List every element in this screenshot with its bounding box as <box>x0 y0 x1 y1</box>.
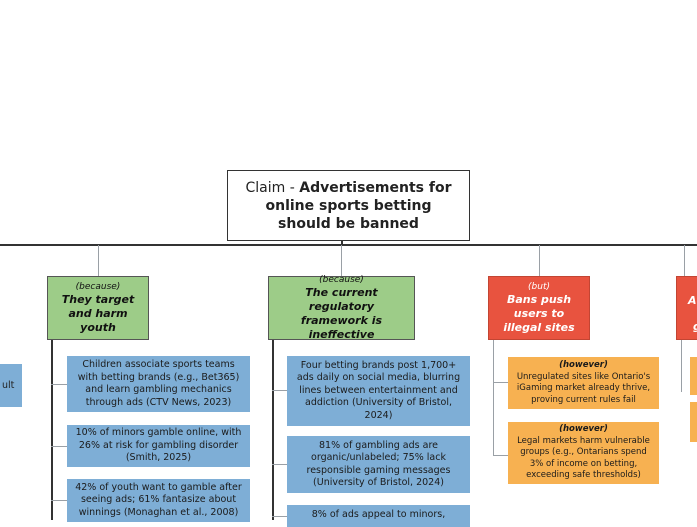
reason-3-tree-line <box>493 340 494 456</box>
evidence-text: Four betting brands post 1,700+ ads dail… <box>296 359 461 421</box>
evidence-node[interactable]: 8% of ads appeal to minors, <box>287 505 470 527</box>
reason-1-h2 <box>51 446 67 447</box>
reason-label: They target and harm youth <box>61 293 135 334</box>
evidence-text: Children associate sports teams with bet… <box>77 359 240 408</box>
reason-connector: (because) <box>75 282 121 292</box>
reason-connector: (because) <box>319 275 364 285</box>
evidence-text: 42% of youth want to gamble after seeing… <box>75 481 242 518</box>
evidence-text: 81% of gambling ads are organic/unlabele… <box>306 439 451 489</box>
reason-1-tree-line <box>51 340 53 520</box>
reason-3-h2 <box>493 455 508 456</box>
reason-node-youth[interactable]: (because) They target and harm youth <box>47 276 149 340</box>
partial-counter-node-right[interactable]: A g <box>676 276 697 340</box>
claim-prefix: Claim - <box>245 179 300 196</box>
evidence-node[interactable]: 42% of youth want to gamble after seeing… <box>67 479 250 522</box>
evidence-text: 10% of minors gamble online, with 26% at… <box>75 427 242 464</box>
partial-evidence-left[interactable]: ult <box>0 364 22 407</box>
evidence-node[interactable]: Four betting brands post 1,700+ ads dail… <box>287 356 470 426</box>
partial-left-text: ult <box>2 380 15 391</box>
rebuttal-text: Legal markets harm vulnerable groups (e.… <box>517 435 650 481</box>
branch-drop-4 <box>684 245 685 276</box>
counter-connector: (but) <box>528 282 550 292</box>
claim-connector <box>341 241 343 245</box>
rebuttal-node[interactable]: (however) Unregulated sites like Ontario… <box>508 357 659 409</box>
counter-label: Bans push users to illegal sites <box>503 293 575 334</box>
partial-right-tree-line <box>681 340 682 392</box>
reason-2-h3 <box>272 516 287 517</box>
claim-node[interactable]: Claim - Advertisements for online sports… <box>227 170 470 241</box>
rebuttal-connector: (however) <box>559 360 608 370</box>
partial-right-line-1: A <box>688 294 697 307</box>
main-branch-line <box>0 244 697 246</box>
reason-1-h3 <box>51 500 67 501</box>
partial-right-orange-2[interactable] <box>690 402 697 442</box>
branch-drop-2 <box>341 245 342 276</box>
evidence-node[interactable]: 10% of minors gamble online, with 26% at… <box>67 425 250 467</box>
reason-2-h2 <box>272 464 287 465</box>
partial-right-orange-1[interactable] <box>690 357 697 395</box>
reason-node-regulation[interactable]: (because) The current regulatory framewo… <box>268 275 415 341</box>
partial-right-line-2: g <box>693 320 697 333</box>
reason-label: The current regulatory framework is inef… <box>300 286 383 341</box>
reason-1-h1 <box>51 384 67 385</box>
reason-3-h1 <box>493 382 508 383</box>
evidence-node[interactable]: 81% of gambling ads are organic/unlabele… <box>287 436 470 493</box>
evidence-text: 8% of ads appeal to minors, <box>311 509 446 520</box>
claim-title: Advertisements for online sports betting… <box>265 179 452 232</box>
rebuttal-node[interactable]: (however) Legal markets harm vulnerable … <box>508 422 659 484</box>
reason-2-h1 <box>272 390 287 391</box>
counter-node-illegal-sites[interactable]: (but) Bans push users to illegal sites <box>488 276 590 340</box>
branch-drop-1 <box>98 245 99 276</box>
evidence-node[interactable]: Children associate sports teams with bet… <box>67 356 250 412</box>
branch-drop-3 <box>539 245 540 276</box>
rebuttal-connector: (however) <box>559 424 608 435</box>
rebuttal-text: Unregulated sites like Ontario's iGaming… <box>516 371 651 405</box>
reason-2-tree-line <box>272 340 274 520</box>
